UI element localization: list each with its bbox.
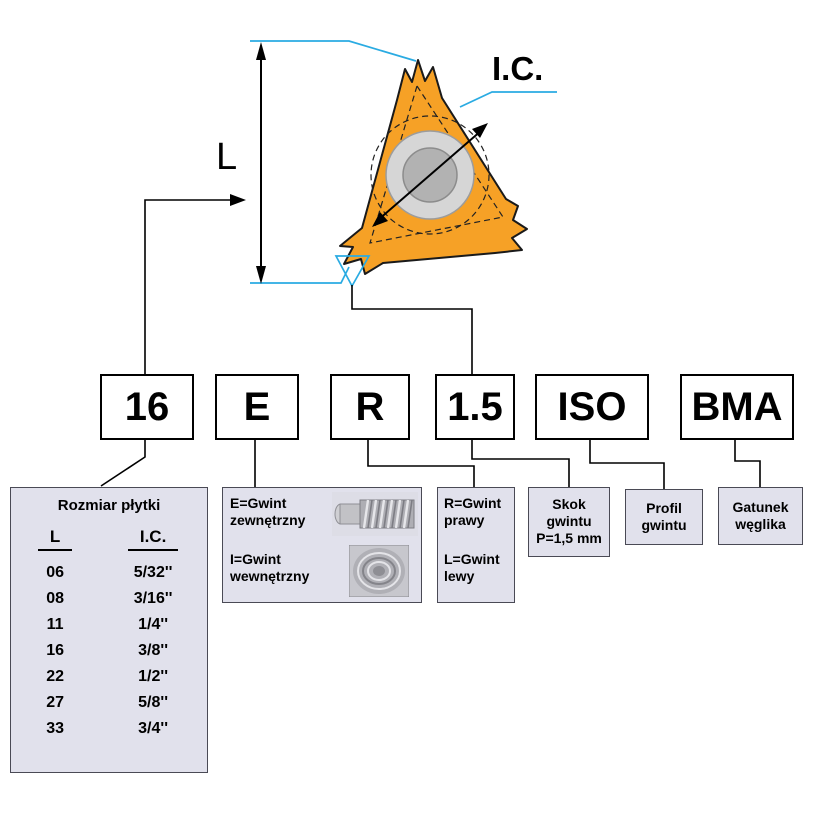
connector-profile: [589, 436, 665, 489]
size-table-header: L I.C.: [11, 527, 207, 551]
table-col-header-ic: I.C.: [127, 527, 179, 551]
connector-pitch: [471, 436, 570, 487]
table-row: 11 1/4'': [46, 616, 169, 633]
table-row: 06 5/32'': [46, 564, 173, 581]
dimension-label-ic: I.C.: [492, 50, 544, 87]
external-thread-photo: [332, 492, 418, 536]
code-box-hand: R: [330, 374, 410, 440]
connector-lines: [100, 436, 761, 489]
top-extension-line: [250, 40, 417, 62]
ic-arrowhead-bottom: [372, 212, 388, 227]
size-leader-arrowhead: [230, 194, 246, 206]
ic-diameter-arrow: [377, 129, 483, 221]
leader-lines: [144, 199, 473, 374]
pitch-panel: Skok gwintu P=1,5 mm: [528, 487, 610, 557]
connector-hand: [367, 436, 475, 487]
size-table-title: Rozmiar płytki: [57, 497, 161, 514]
right-hand-label: R=Gwint prawy: [444, 495, 502, 528]
table-row: 33 3/4'': [46, 720, 169, 737]
table-row: 22 1/2'': [46, 668, 169, 685]
dimension-extension-lines: [250, 40, 557, 288]
pitch-leader-line: [351, 285, 473, 374]
table-row: 16 3/8'': [46, 642, 169, 659]
connector-grade: [734, 436, 761, 487]
l-dimension-arrow: [256, 42, 266, 284]
grade-panel: Gatunek węglika: [718, 487, 803, 545]
insert-dashed-circle: [370, 115, 490, 235]
ic-arrowhead-top: [472, 123, 488, 138]
table-row: 27 5/8'': [46, 694, 169, 711]
external-thread-label: E=Gwint zewnętrzny: [230, 495, 306, 528]
left-hand-label: L=Gwint lewy: [444, 551, 500, 584]
size-table-rows: 06 5/32'' 08 3/16'' 11 1/4'' 16 3/8'' 22…: [11, 560, 207, 742]
code-box-size: 16: [100, 374, 194, 440]
ic-leader-line: [459, 91, 557, 108]
code-box-grade: BMA: [680, 374, 794, 440]
table-col-header-l: L: [37, 527, 73, 551]
threading-insert-illustration: [339, 59, 528, 275]
table-row: 08 3/16'': [46, 590, 173, 607]
internal-thread-label: I=Gwint wewnętrzny: [230, 551, 310, 584]
profile-panel: Profil gwintu: [625, 489, 703, 545]
bottom-extension-line: [250, 266, 350, 284]
code-box-profile: ISO: [535, 374, 649, 440]
thread-hand-panel: R=Gwint prawy L=Gwint lewy: [437, 487, 515, 603]
internal-thread-photo: [349, 545, 409, 597]
thread-type-panel: E=Gwint zewnętrzny I=Gwint wewnętrzny: [222, 487, 422, 603]
code-box-thread-type: E: [215, 374, 299, 440]
dimension-label-l: L: [216, 136, 238, 178]
code-box-pitch: 1.5: [435, 374, 515, 440]
tooth-profile-outline: [334, 255, 371, 288]
size-table-panel: Rozmiar płytki L I.C. 06 5/32'' 08 3/16'…: [10, 487, 208, 773]
size-leader-line: [144, 199, 232, 374]
connector-size: [100, 436, 146, 487]
